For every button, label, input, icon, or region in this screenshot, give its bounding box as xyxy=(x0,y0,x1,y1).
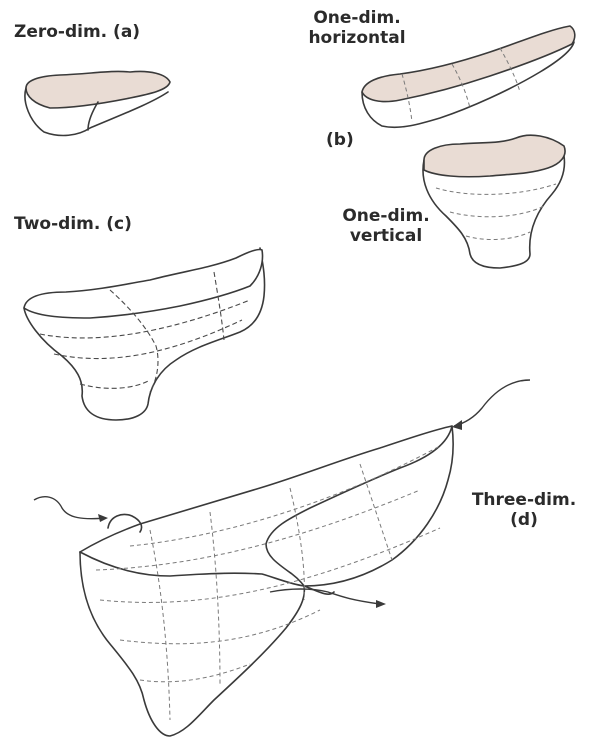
label-one-dim-vertical-line2: vertical xyxy=(326,226,446,246)
inflow-arrow-right xyxy=(452,380,530,430)
label-three-dim-line2: (d) xyxy=(464,510,584,530)
outflow-arrow xyxy=(270,589,386,608)
label-zero-dim: Zero-dim. (a) xyxy=(14,22,140,42)
label-one-dim-vertical: One-dim. vertical xyxy=(326,206,446,246)
two-dim-water-surface xyxy=(24,249,263,318)
zero-dim-basin xyxy=(25,71,170,135)
label-three-dim-line1: Three-dim. xyxy=(464,490,584,510)
label-one-dim-horizontal-line1: One-dim. xyxy=(292,8,422,28)
one-dim-vertical-water-surface xyxy=(424,135,565,177)
inflow-arrow-left xyxy=(34,497,108,522)
label-three-dim: Three-dim. (d) xyxy=(464,490,584,530)
three-dim-estuary xyxy=(80,426,453,736)
label-one-dim-horizontal-line2: horizontal xyxy=(292,28,422,48)
label-b: (b) xyxy=(326,130,354,150)
label-two-dim: Two-dim. (c) xyxy=(14,214,132,234)
one-dim-vertical-column xyxy=(423,135,565,268)
three-dim-water-surface xyxy=(80,426,452,586)
label-one-dim-vertical-line1: One-dim. xyxy=(326,206,446,226)
two-dim-basin xyxy=(24,248,265,420)
label-one-dim-horizontal: One-dim. horizontal xyxy=(292,8,422,48)
